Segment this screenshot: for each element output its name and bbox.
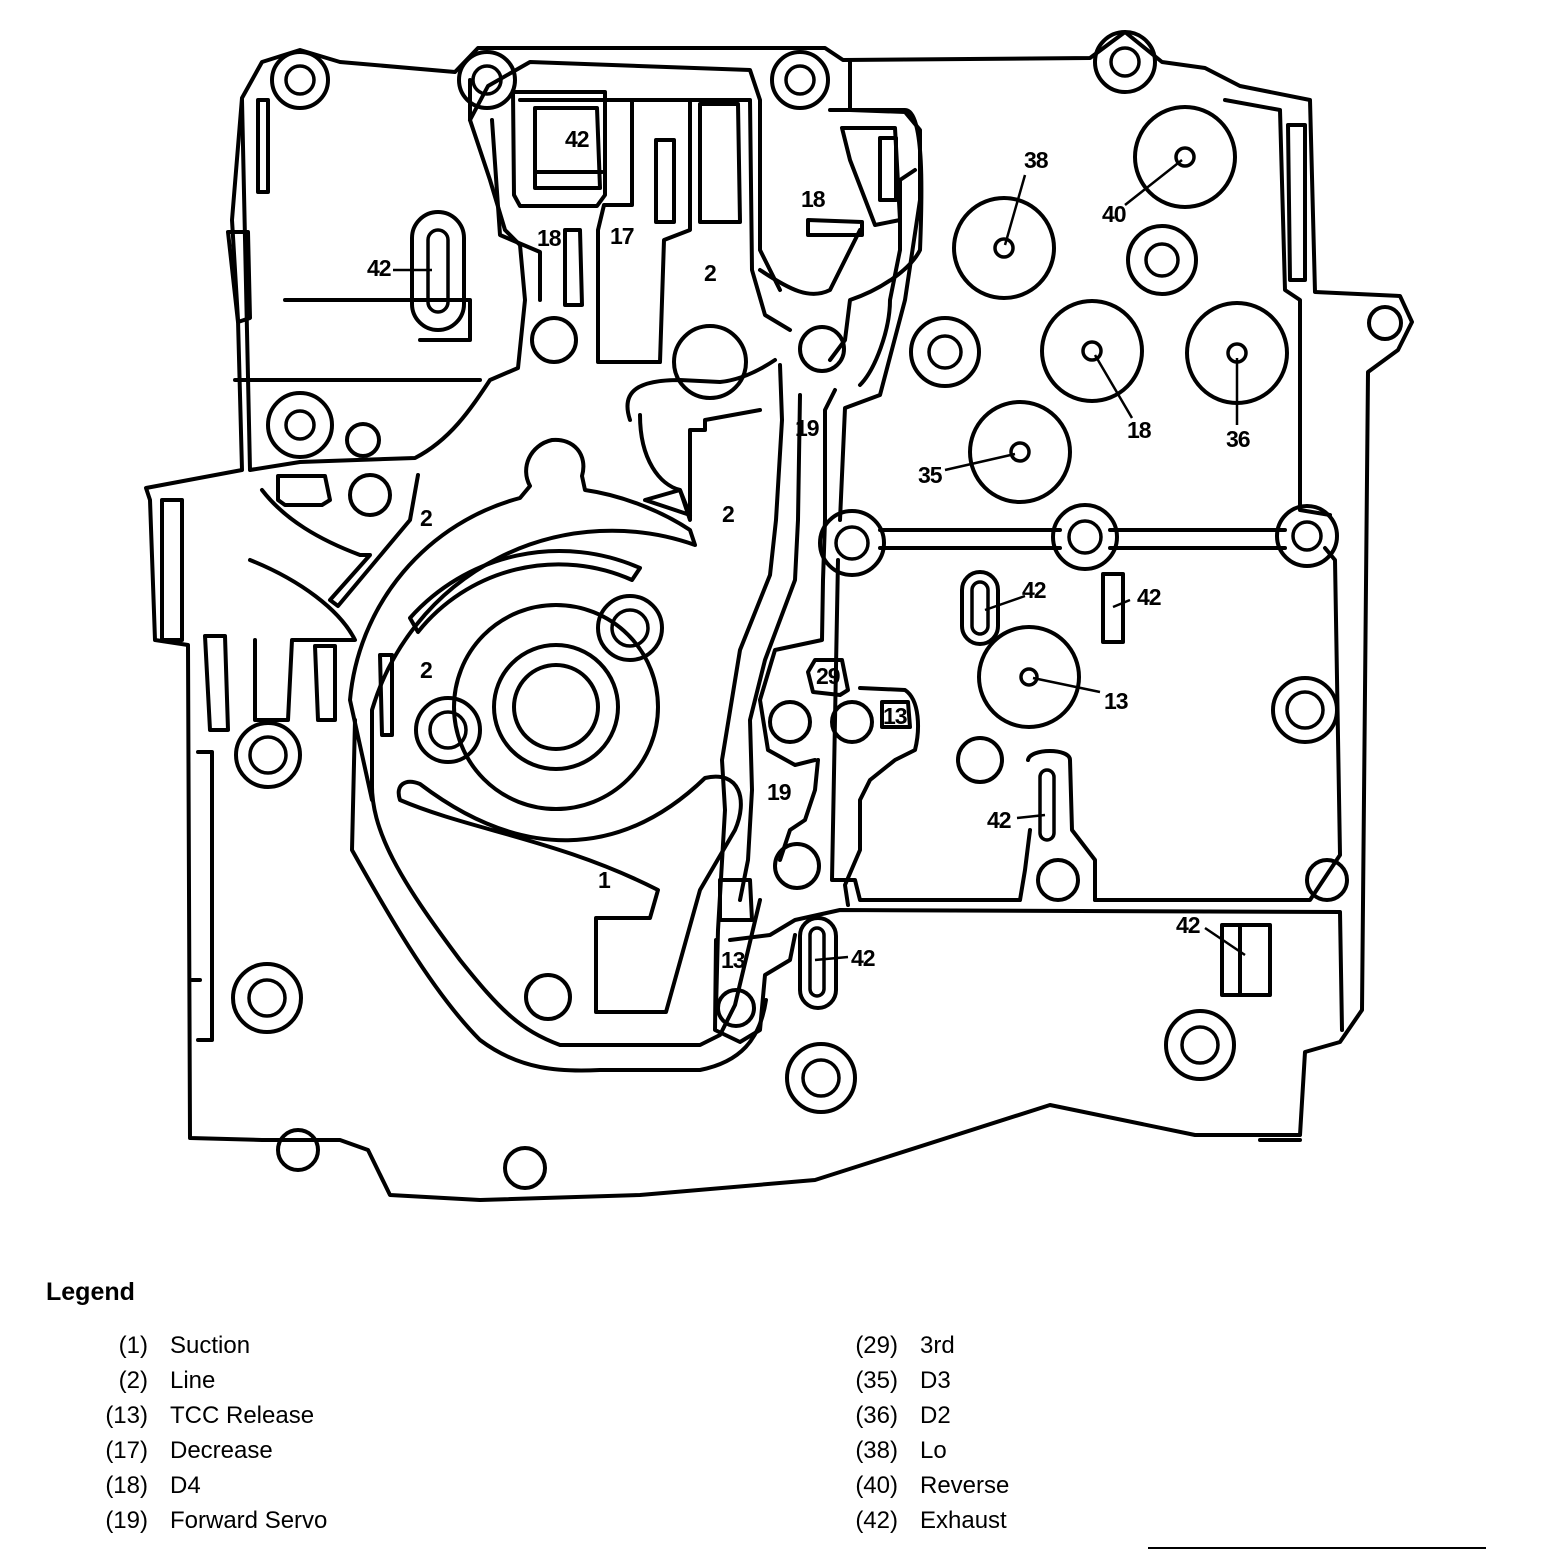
legend-column-left: (1)Suction (2)Line (13)TCC Release (17)D… <box>90 1328 327 1538</box>
center-passages <box>625 108 1344 1044</box>
valve-body-gasket-diagram: 42 42 18 17 18 2 19 2 2 2 29 13 19 1 13 … <box>144 30 1414 1202</box>
label-18-a: 18 <box>537 225 562 251</box>
label-13-right: 13 <box>1104 688 1128 714</box>
label-19-top: 19 <box>795 415 819 441</box>
legend-column-right: (29)3rd (35)D3 (36)D2 (38)Lo (40)Reverse… <box>842 1328 1009 1538</box>
label-13-a: 13 <box>883 703 907 729</box>
legend-item: (40)Reverse <box>855 1472 1010 1499</box>
label-13-b: 13 <box>721 947 745 973</box>
label-18-right: 18 <box>1127 417 1152 443</box>
label-2-mid-right: 2 <box>722 501 734 527</box>
label-17: 17 <box>610 223 634 249</box>
label-35: 35 <box>918 462 943 488</box>
legend-item: (38)Lo <box>855 1437 947 1464</box>
label-42-top: 42 <box>565 126 589 152</box>
label-38: 38 <box>1024 147 1049 173</box>
pump-area <box>348 437 768 1073</box>
label-18-b: 18 <box>801 186 826 212</box>
label-19-bottom: 19 <box>767 779 791 805</box>
upper-left-channels <box>160 60 792 1042</box>
label-36: 36 <box>1226 426 1250 452</box>
legend-item: (17)Decrease <box>105 1437 273 1464</box>
legend-item: (42)Exhaust <box>855 1507 1007 1534</box>
label-42-right-a: 42 <box>1022 577 1046 603</box>
legend-item: (35)D3 <box>855 1367 951 1394</box>
label-29: 29 <box>816 663 840 689</box>
bottom-rule <box>1148 1547 1486 1549</box>
label-1: 1 <box>598 867 611 893</box>
label-2-mid-left: 2 <box>420 505 432 531</box>
right-upper-region <box>830 60 1342 1142</box>
legend-item: (19)Forward Servo <box>105 1507 328 1534</box>
label-42-right-c: 42 <box>987 807 1011 833</box>
label-42-left: 42 <box>367 255 391 281</box>
label-2-center: 2 <box>420 657 432 683</box>
legend-item: (13)TCC Release <box>105 1402 315 1429</box>
legend-item: (36)D2 <box>855 1402 951 1429</box>
legend-item: (1)Suction <box>118 1332 251 1359</box>
legend-item: (29)3rd <box>855 1332 955 1359</box>
legend-item: (18)D4 <box>105 1472 201 1499</box>
label-42-right-b: 42 <box>1137 584 1161 610</box>
label-2-top: 2 <box>704 260 716 286</box>
label-42-bottom-right: 42 <box>1176 912 1200 938</box>
label-42-bottom-mid: 42 <box>851 945 875 971</box>
label-40: 40 <box>1102 201 1126 227</box>
callout-labels: 42 42 18 17 18 2 19 2 2 2 29 13 19 1 13 … <box>367 126 1251 973</box>
gasket-outer-outline <box>144 30 1414 1202</box>
legend-title: Legend <box>46 1278 135 1306</box>
leader-lines <box>393 159 1246 962</box>
legend-item: (2)Line <box>118 1367 216 1394</box>
bolt-holes <box>231 30 1403 1190</box>
